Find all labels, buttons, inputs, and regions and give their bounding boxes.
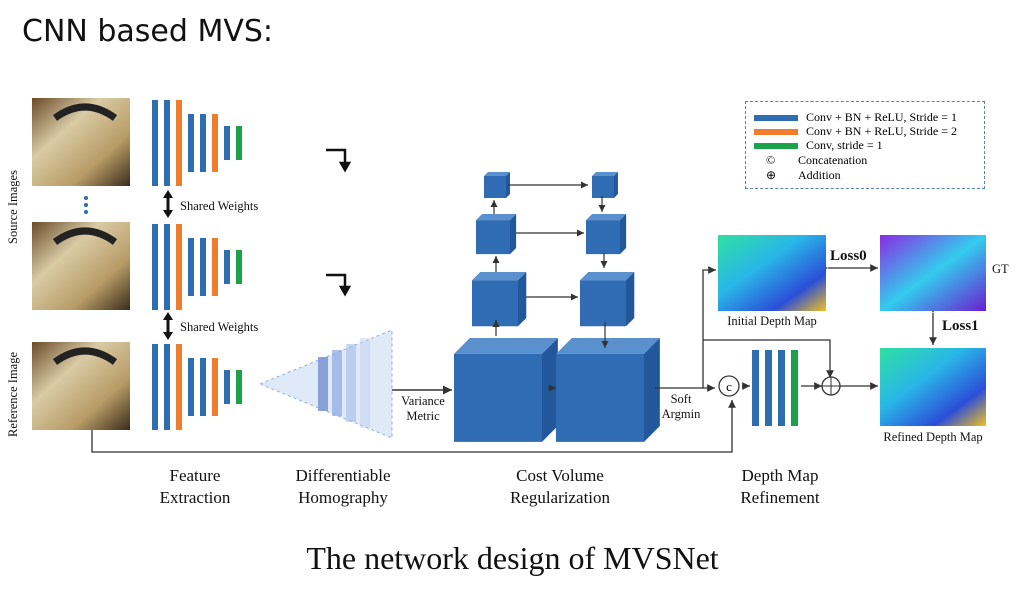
shared-weights-label-2: Shared Weights — [180, 320, 259, 334]
legend-item-conv: Conv, stride = 1 — [754, 138, 883, 153]
conv-layer — [236, 126, 242, 160]
feature-extractor-2 — [152, 224, 242, 310]
refined-depth-map-label: Refined Depth Map — [883, 430, 983, 444]
conv-layer — [212, 114, 218, 172]
legend-swatch — [754, 143, 798, 150]
conv-layer — [152, 224, 158, 310]
conv-layer — [200, 114, 206, 172]
legend-swatch — [754, 129, 798, 136]
ellipsis-dots — [84, 196, 88, 214]
conv-layer — [164, 224, 170, 310]
conv-layer — [164, 344, 170, 430]
reference-image — [32, 342, 130, 430]
conv-layer — [200, 358, 206, 416]
conv-layer — [152, 344, 158, 430]
unet-connections — [490, 181, 609, 392]
conv-layer — [188, 358, 194, 416]
legend-item-add: ⊕Addition — [766, 168, 841, 182]
cube-mid-right — [580, 272, 635, 327]
conv-layer — [176, 100, 182, 186]
warp-arrow-1 — [326, 148, 352, 173]
refinement-layers — [752, 350, 798, 426]
addition-icon — [821, 376, 841, 396]
conv-layer — [188, 114, 194, 172]
output-paths — [91, 264, 937, 453]
conv-layer — [224, 370, 230, 404]
legend-item-conv-s2: Conv + BN + ReLU, Stride = 2 — [754, 124, 957, 139]
svg-text:c: c — [726, 379, 732, 394]
conv-layer — [200, 238, 206, 296]
cube-mid-left — [472, 272, 527, 327]
conv-layer — [176, 344, 182, 430]
initial-depth-map-label: Initial Depth Map — [727, 314, 817, 328]
conv-layer — [224, 250, 230, 284]
feature-extractors — [152, 100, 242, 430]
loss0-label: Loss0 — [830, 248, 867, 264]
shared-weights-arrow-2 — [163, 312, 173, 340]
source-image-2 — [32, 222, 130, 310]
conv-layer — [212, 358, 218, 416]
conv-layer — [188, 238, 194, 296]
cube-small-left — [476, 214, 517, 255]
feature-extractor-1 — [152, 100, 242, 186]
conv-layer — [236, 250, 242, 284]
shared-weights-arrow-1 — [163, 190, 173, 218]
cube-tiny-left — [484, 172, 510, 198]
legend: Conv + BN + ReLU, Stride = 1 Conv + BN +… — [745, 101, 985, 189]
homography-frustum — [258, 329, 393, 439]
warp-arrow-2 — [326, 273, 352, 297]
concat-symbol-icon: © — [766, 153, 776, 167]
cube-large-right — [556, 338, 660, 442]
conv-layer — [152, 100, 158, 186]
cost-volume-unet — [454, 172, 660, 442]
conv-layer — [164, 100, 170, 186]
gt-label: GT — [992, 262, 1009, 276]
conv-layer — [176, 224, 182, 310]
cube-tiny-right — [592, 172, 618, 198]
source-image-1 — [32, 98, 130, 186]
legend-item-concat: ©Concatenation — [766, 153, 868, 167]
caption: The network design of MVSNet — [306, 540, 719, 576]
conv-layer — [224, 126, 230, 160]
legend-item-conv-s1: Conv + BN + ReLU, Stride = 1 — [754, 110, 957, 125]
feature-extractor-3 — [152, 344, 242, 430]
gt-depth-map — [880, 235, 986, 311]
conv-layer — [236, 370, 242, 404]
reference-image-label: Reference Image — [6, 351, 20, 437]
loss1-label: Loss1 — [942, 318, 979, 334]
page-title: CNN based MVS: — [22, 14, 274, 49]
shared-weights-label-1: Shared Weights — [180, 199, 259, 213]
refined-depth-map — [880, 348, 986, 426]
source-images-label: Source Images — [6, 170, 20, 244]
addition-symbol-icon: ⊕ — [766, 168, 777, 182]
cube-small-right — [586, 214, 627, 255]
initial-depth-map — [718, 235, 826, 311]
conv-layer — [212, 238, 218, 296]
concat-icon: c — [718, 375, 740, 397]
legend-swatch — [754, 115, 798, 122]
cube-large-left — [454, 338, 558, 442]
